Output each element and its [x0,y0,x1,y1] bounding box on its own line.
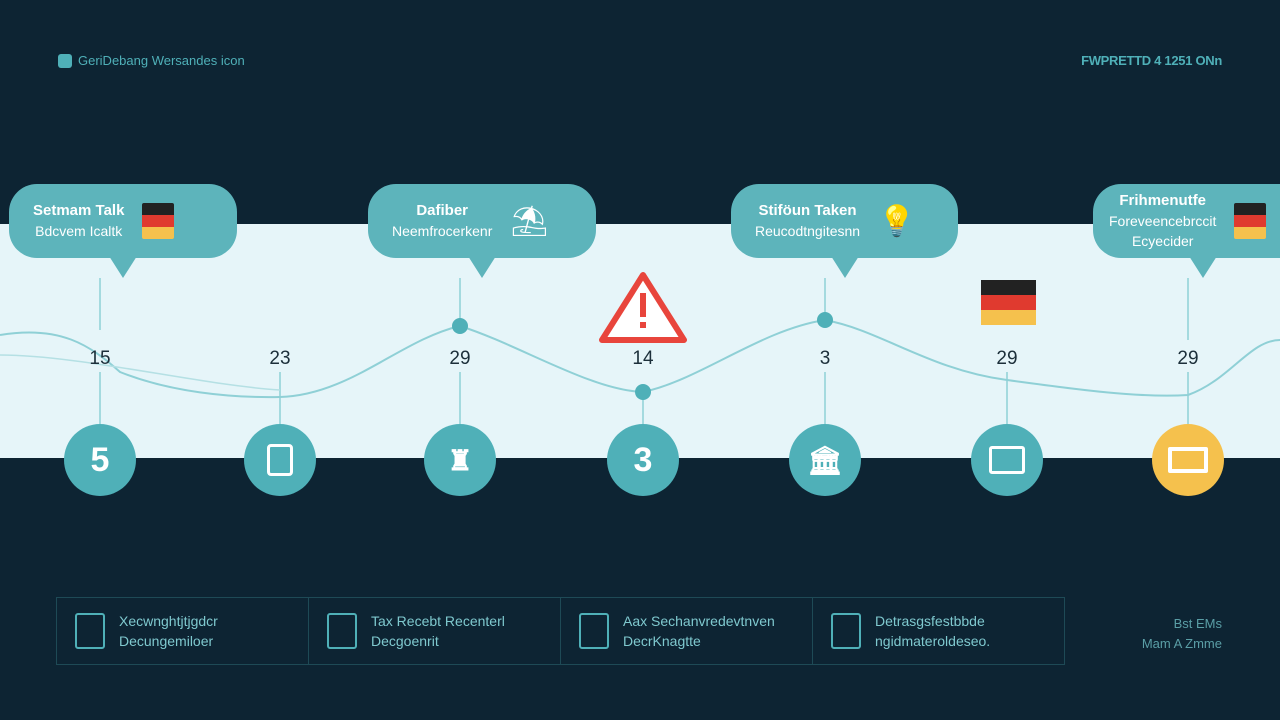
hand-icon [75,613,105,649]
footer-item-title: Detrasgsfestbbde [875,613,985,629]
timeline-node-6[interactable] [971,424,1043,496]
logo-icon [58,53,72,68]
german-flag-icon [1234,203,1267,239]
footer-item-subtitle: ngidmateroldeseo. [875,633,991,649]
data-point [817,312,833,328]
data-point [635,384,651,400]
timeline-node-7[interactable] [1152,424,1224,496]
footer-item-subtitle: DecrKnagtte [623,633,701,649]
bubble-subtitle: Neemfrocerkenr [392,223,493,239]
report-icon [831,613,861,649]
german-flag-icon [981,280,1036,325]
printer-icon [1168,447,1208,473]
timeline-node-2[interactable] [244,424,316,496]
footer-item[interactable]: Detrasgsfestbbde ngidmateroldeseo. [813,598,1064,664]
scale-icon [579,613,609,649]
tax-icon [327,613,357,649]
footer-item-title: Xecwnghtjtjgdcr [119,613,218,629]
data-point [452,318,468,334]
footer-item-subtitle: Decungemiloer [119,633,214,649]
side-line: Mam A Zmme [1141,636,1222,651]
footer-item-subtitle: Decgoenrit [371,633,439,649]
timeline-value: 29 [1177,348,1199,369]
timeline-value: 29 [449,348,471,369]
header-title: GeriDebang Wersandes icon [78,53,245,68]
bubble-title: Dafiber [416,202,469,219]
bubble-subtitle: Ecyecider [1131,233,1194,249]
timeline-value: 23 [269,348,291,369]
header-brand: GeriDebang Wersandes icon [58,53,245,68]
warning-icon [599,272,687,343]
timeline-value: 14 [632,348,654,369]
bubble-title: Setmam Talk [33,202,125,219]
footer-item-title: Tax Recebt Recenterl [371,613,505,629]
node-label: 5 [90,440,110,479]
timeline-node-4[interactable]: 3 [607,424,679,496]
building-icon: 🏛 [807,444,843,476]
timeline-node-3[interactable]: ♜ [424,424,496,496]
lightbulb-icon: 💡 [878,204,916,238]
bubble-subtitle: Foreveencebrccit [1109,213,1217,229]
bubble-subtitle: Bdcvem Icaltk [35,223,123,239]
side-line: Bst EMs [1173,616,1222,631]
timeline-node-5[interactable]: 🏛 [789,424,861,496]
robot-icon: ♜ [447,444,473,476]
bubble-title: Frihmenutfe [1119,192,1207,209]
frame-icon [989,446,1025,474]
bubble-subtitle: Reucodtngitesnn [755,223,861,239]
node-label: 3 [633,440,653,479]
timeline-value: 3 [819,348,831,369]
document-icon [267,444,293,476]
timeline-node-1[interactable]: 5 [64,424,136,496]
header-status: FWPRETTD 4 1251 ONn [1081,53,1222,68]
lamp-icon: ⛱ [510,204,549,238]
footer-item-title: Aax Sechanvredevtnven [623,613,775,629]
timeline-value: 15 [89,348,111,369]
timeline-value: 29 [996,348,1018,369]
german-flag-icon [142,203,175,239]
bubble-title: Stiföun Taken [758,202,857,219]
trend-line-secondary [0,354,281,391]
